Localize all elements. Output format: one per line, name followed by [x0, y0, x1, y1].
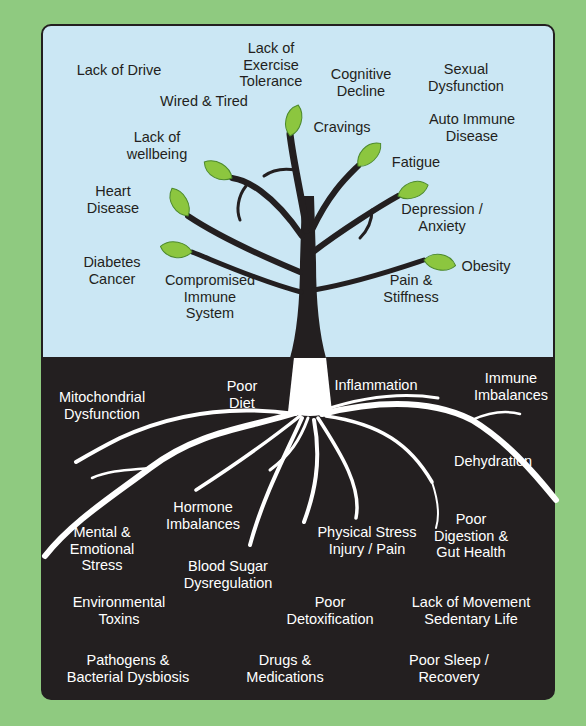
leaf	[352, 138, 386, 172]
root	[432, 482, 438, 528]
symptom-label: Heart Disease	[82, 183, 144, 216]
frame-border	[42, 25, 554, 699]
root-cause-label: Poor Detoxification	[279, 594, 381, 627]
root	[196, 416, 300, 490]
symptom-label: Pain & Stiffness	[378, 272, 444, 305]
root	[318, 418, 357, 518]
root-trunk	[288, 357, 332, 416]
branches	[188, 134, 424, 358]
root	[304, 420, 317, 522]
symptom-label: Depression / Anxiety	[395, 201, 490, 234]
leaf	[395, 177, 430, 202]
branch	[232, 178, 302, 236]
symptom-label: Diabetes Cancer	[79, 254, 145, 287]
leaf	[159, 239, 193, 260]
sky-panel	[42, 25, 554, 358]
root-cause-label: Physical Stress Injury / Pain	[314, 524, 420, 557]
root-cause-label: Immune Imbalances	[468, 370, 554, 403]
soil-panel	[42, 357, 554, 699]
symptom-label: Cognitive Decline	[324, 66, 399, 99]
root-cause-label: Mitochondrial Dysfunction	[52, 389, 152, 422]
root-cause-label: Mental & Emotional Stress	[64, 524, 140, 574]
root	[92, 468, 150, 478]
symptom-label: Compromised Immune System	[164, 272, 256, 322]
twig	[360, 210, 372, 238]
branch	[188, 216, 300, 272]
symptom-label: Wired & Tired	[144, 93, 264, 110]
branch	[290, 134, 307, 230]
leaf	[200, 156, 235, 185]
root-cause-label: Inflammation	[321, 377, 431, 394]
symptom-label: Fatigue	[371, 154, 461, 171]
root-cause-label: Dehydration	[443, 453, 543, 470]
root	[324, 396, 438, 410]
root	[322, 404, 556, 500]
symptom-label: Lack of Drive	[54, 62, 184, 79]
root	[326, 416, 432, 482]
root-cause-label: Poor Sleep / Recovery	[403, 652, 495, 685]
leaf	[423, 252, 457, 273]
root-cause-label: Hormone Imbalances	[160, 499, 246, 532]
leaf	[165, 185, 194, 220]
leaf	[282, 103, 305, 138]
root-cause-label: Environmental Toxins	[66, 594, 172, 627]
root-cause-label: Poor Digestion & Gut Health	[428, 511, 514, 561]
twig	[264, 169, 296, 176]
root-cause-label: Pathogens & Bacterial Dysbiosis	[62, 652, 194, 685]
root-cause-label: Lack of Movement Sedentary Life	[406, 594, 536, 627]
root-cause-label: Drugs & Medications	[239, 652, 331, 685]
symptom-label: Cravings	[297, 119, 387, 136]
symptom-label: Obesity	[446, 258, 526, 275]
root	[472, 412, 520, 420]
root-cause-label: Blood Sugar Dysregulation	[180, 558, 276, 591]
root-cause-label: Poor Diet	[219, 378, 265, 411]
symptom-label: Auto Immune Disease	[422, 111, 522, 144]
leaves	[159, 103, 457, 273]
root	[250, 418, 302, 545]
symptom-label: Lack of Exercise Tolerance	[234, 40, 309, 90]
branch	[313, 196, 398, 252]
symptom-label: Sexual Dysfunction	[424, 61, 509, 94]
frame	[42, 25, 554, 699]
twig	[238, 186, 246, 220]
symptom-label: Lack of wellbeing	[122, 129, 192, 162]
branch	[312, 166, 358, 230]
